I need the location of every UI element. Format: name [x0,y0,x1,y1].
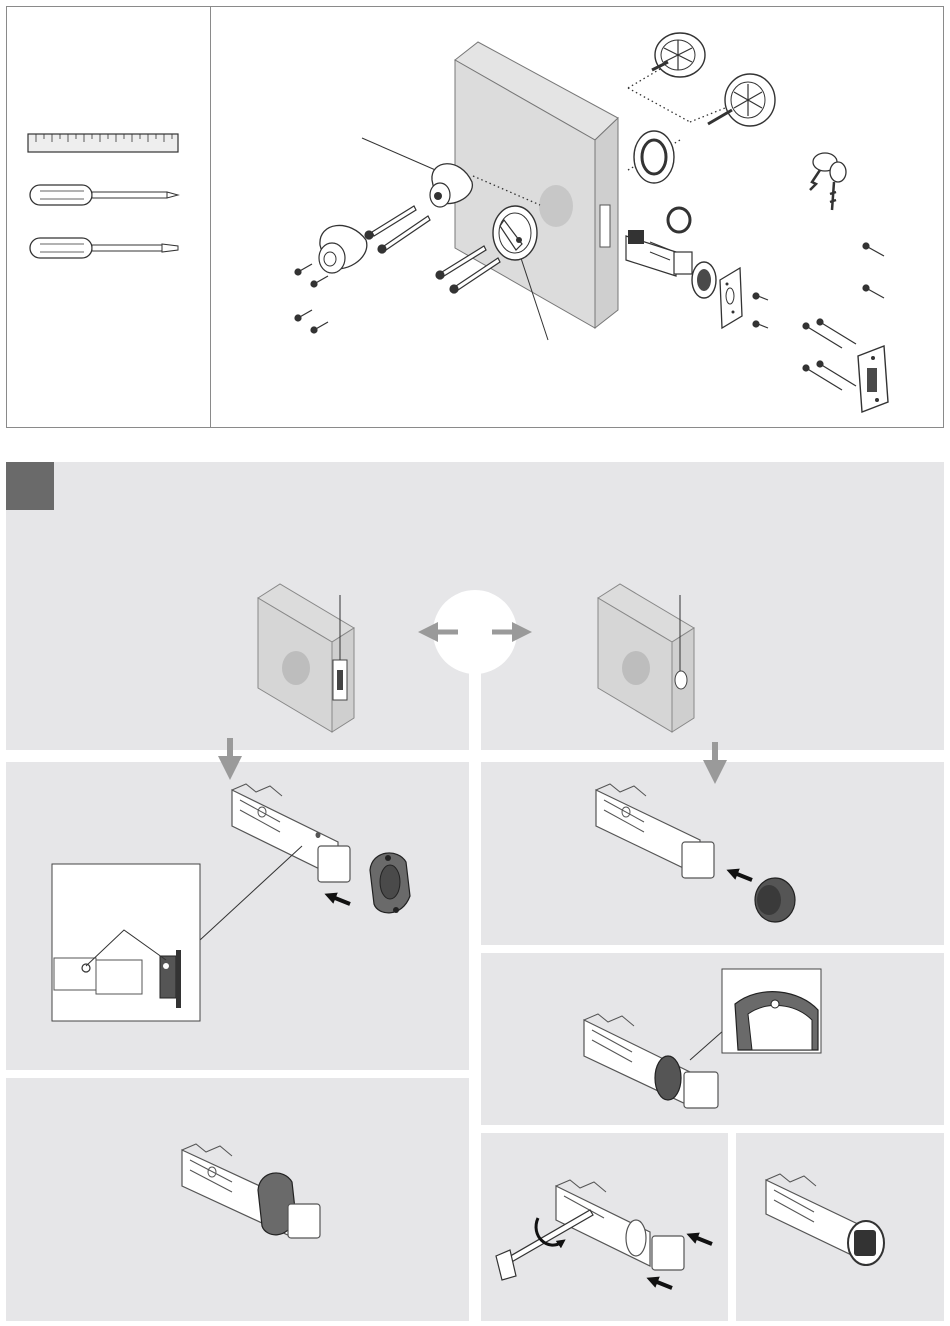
phillips-screwdriver-icon [30,185,178,205]
step-number-badge [6,462,54,510]
strike-plate-icon [858,346,888,412]
flathead-screwdriver-icon [30,238,178,258]
interior-thumbturn-icon [493,206,537,260]
faceplate-icon [720,268,742,328]
faceplate-icon [370,853,410,913]
drive-in-collar-icon [755,878,795,922]
latch-bolt-icon [626,208,716,298]
interior-assembly-icon [634,33,775,183]
screws-icon [295,264,328,333]
door-icon [455,42,618,328]
collar-zoom-icon [724,990,820,1050]
ruler-icon [28,134,178,152]
keys-icon [810,153,846,210]
